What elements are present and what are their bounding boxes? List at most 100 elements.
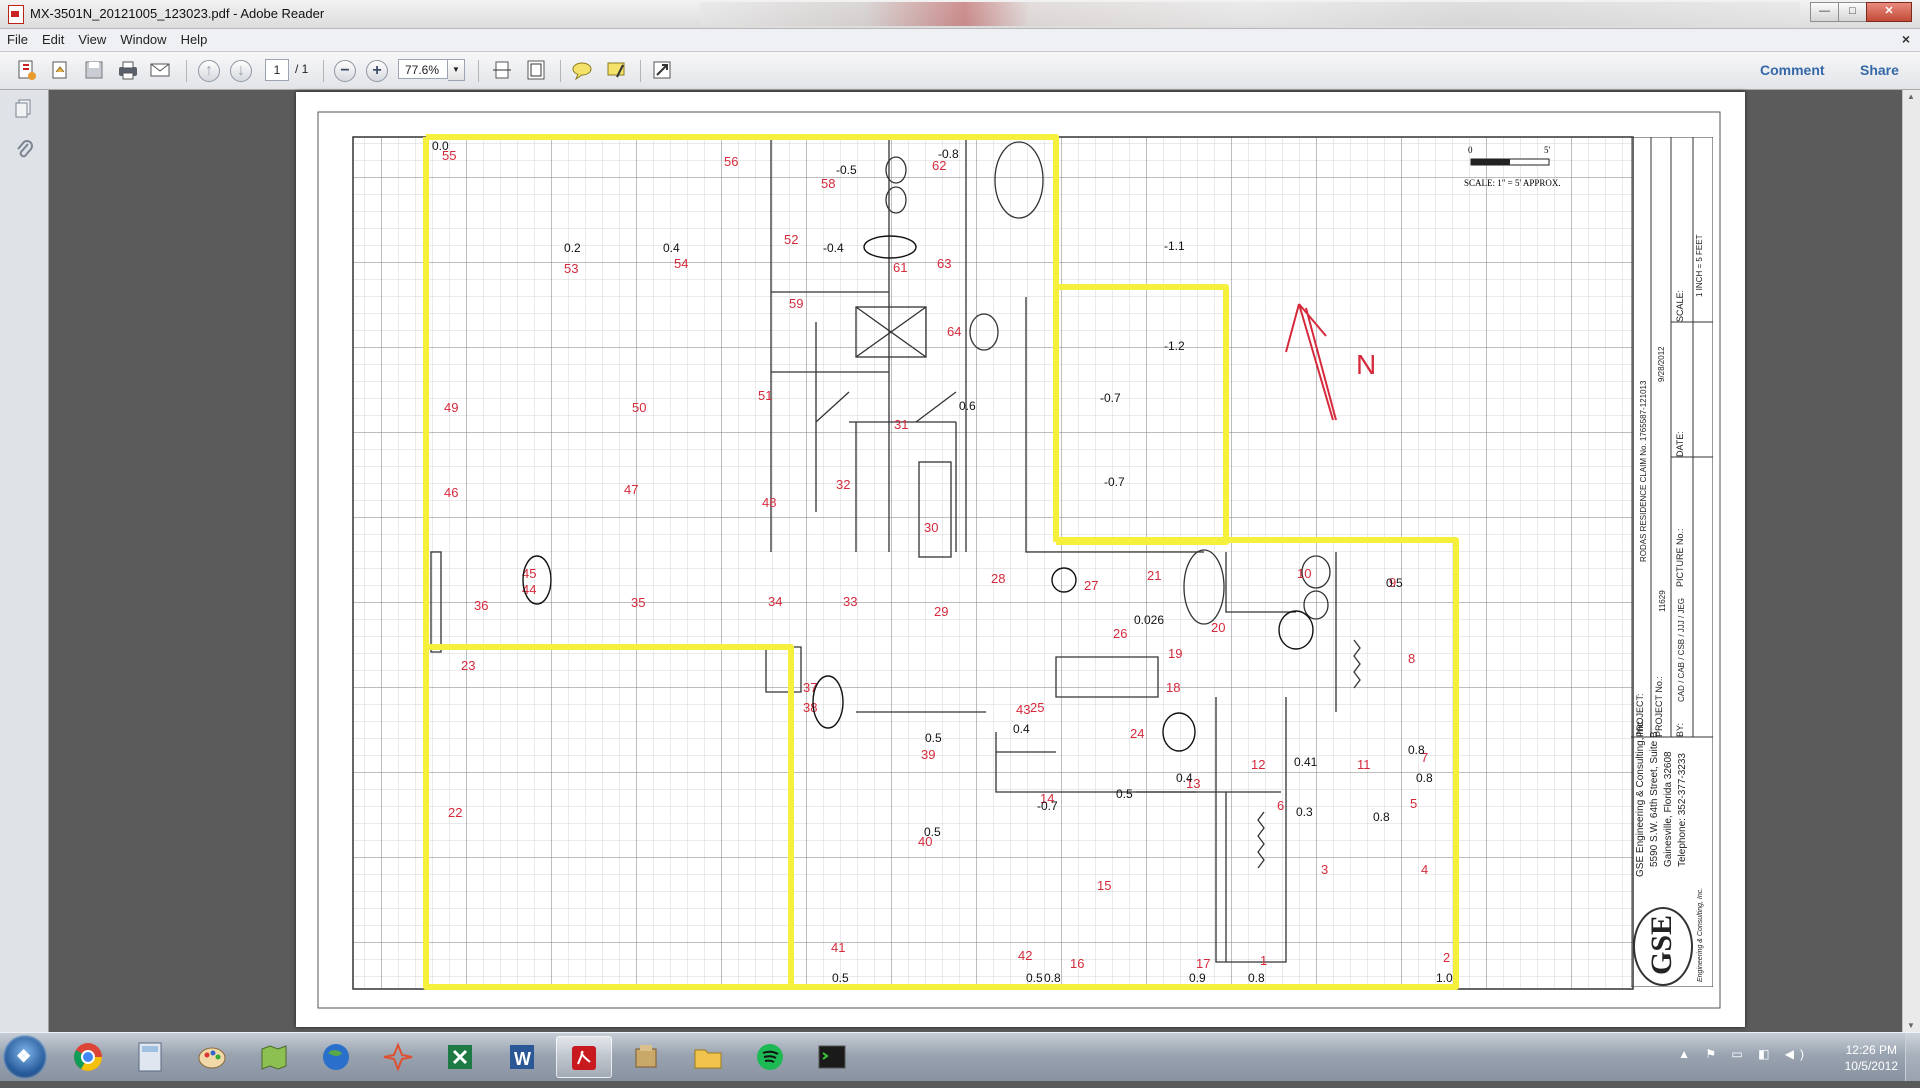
svg-text:13: 13 (1186, 776, 1200, 791)
save-icon[interactable] (82, 59, 106, 81)
menu-edit[interactable]: Edit (41, 32, 65, 47)
svg-text:53: 53 (564, 261, 578, 276)
chrome-icon[interactable] (60, 1036, 116, 1078)
svg-text:40: 40 (918, 834, 932, 849)
adobe-reader-taskbar-icon[interactable] (556, 1036, 612, 1078)
highlight-icon[interactable] (604, 59, 628, 81)
svg-text:5: 5 (1410, 796, 1417, 811)
print-icon[interactable] (116, 59, 140, 81)
svg-text:32: 32 (836, 477, 850, 492)
terminal-icon[interactable] (804, 1036, 860, 1078)
fit-width-icon[interactable] (490, 59, 514, 81)
svg-text:16: 16 (1070, 956, 1084, 971)
share-pane-button[interactable]: Share (1860, 62, 1899, 78)
svg-text:39: 39 (921, 747, 935, 762)
svg-text:0.5: 0.5 (1386, 576, 1403, 590)
show-desktop-button[interactable] (1905, 1033, 1920, 1081)
svg-text:25: 25 (1030, 700, 1044, 715)
close-button[interactable]: ✕ (1866, 2, 1912, 22)
menu-help[interactable]: Help (180, 32, 208, 47)
svg-text:58: 58 (821, 176, 835, 191)
svg-text:0.8: 0.8 (1044, 971, 1061, 985)
svg-text:-0.7: -0.7 (1100, 391, 1121, 405)
paint-icon[interactable] (184, 1036, 240, 1078)
full-screen-icon[interactable] (650, 59, 674, 81)
comment-pane-button[interactable]: Comment (1760, 62, 1825, 78)
app-icon[interactable] (618, 1036, 674, 1078)
svg-text:36: 36 (474, 598, 488, 613)
svg-text:35: 35 (631, 595, 645, 610)
svg-text:30: 30 (924, 520, 938, 535)
gse-logo: GSE (1633, 907, 1693, 986)
svg-text:1.0: 1.0 (1436, 971, 1453, 985)
svg-text:18: 18 (1166, 680, 1180, 695)
spotify-icon[interactable] (742, 1036, 798, 1078)
red-readings: 55 56 62 58 53 54 52 61 63 59 64 49 50 5… (442, 148, 1450, 971)
clock-date: 10/5/2012 (1844, 1059, 1898, 1073)
excel-icon[interactable] (432, 1036, 488, 1078)
document-area: 0 5' SCALE: 1" = 5' APPROX. N 55 56 62 5… (49, 90, 1920, 1032)
black-readings: 0.0 -0.5 -0.8 0.2 0.4 -0.4 -1.1 -1.2 -0.… (432, 139, 1453, 985)
svg-text:10: 10 (1297, 566, 1311, 581)
svg-text:61: 61 (893, 260, 907, 275)
close-document-button[interactable]: × (1901, 31, 1910, 47)
svg-text:-0.7: -0.7 (1037, 799, 1058, 813)
svg-text:38: 38 (803, 700, 817, 715)
taskbar: ❖ W ▲ ⚑ ▭ ◧ ◀) 12:26 PM 10/5/2012 (0, 1032, 1920, 1081)
explorer-icon[interactable] (680, 1036, 736, 1078)
page-number-input[interactable]: 1 (265, 59, 289, 81)
zoom-dropdown-icon[interactable]: ▼ (448, 59, 465, 81)
maps-icon[interactable] (246, 1036, 302, 1078)
clock[interactable]: 12:26 PM 10/5/2012 (1845, 1042, 1898, 1074)
date-label: DATE: (1675, 431, 1685, 457)
sticky-note-icon[interactable] (570, 59, 594, 81)
svg-text:64: 64 (947, 324, 961, 339)
menu-window[interactable]: Window (120, 32, 167, 47)
menu-file[interactable]: File (7, 32, 28, 47)
previous-page-icon[interactable]: ↑ (198, 60, 220, 82)
calculator-icon[interactable] (122, 1036, 178, 1078)
attachments-icon[interactable] (14, 138, 34, 160)
app-icon[interactable] (370, 1036, 426, 1078)
north-arrow: N (1285, 303, 1376, 421)
svg-text:48: 48 (762, 495, 776, 510)
floor-plan-drawing: 0 5' SCALE: 1" = 5' APPROX. N 55 56 62 5… (317, 111, 1721, 1009)
circled-readings (522, 235, 1314, 752)
word-icon[interactable]: W (494, 1036, 550, 1078)
start-button[interactable]: ❖ (3, 1035, 47, 1079)
open-icon[interactable] (48, 59, 72, 81)
svg-text:0.2: 0.2 (564, 241, 581, 255)
svg-text:-0.7: -0.7 (1104, 475, 1125, 489)
minimize-button[interactable]: — (1810, 2, 1839, 22)
maximize-button[interactable]: □ (1838, 2, 1867, 22)
date-value: 9/28/2012 (1657, 346, 1666, 382)
clock-time: 12:26 PM (1845, 1043, 1897, 1057)
menu-view[interactable]: View (78, 32, 107, 47)
title-bar-background-blur (700, 2, 1800, 26)
svg-text:31: 31 (894, 417, 908, 432)
zoom-input[interactable]: 77.6% (398, 59, 448, 79)
zoom-out-icon[interactable]: − (334, 60, 356, 82)
page-thumbnails-icon[interactable] (14, 98, 34, 120)
svg-text:-1.2: -1.2 (1164, 339, 1185, 353)
toolbar-divider (186, 60, 187, 82)
svg-text:46: 46 (444, 485, 458, 500)
next-page-icon[interactable]: ↓ (230, 60, 252, 82)
email-icon[interactable] (148, 59, 172, 81)
svg-text:0.8: 0.8 (1408, 743, 1425, 757)
vertical-scrollbar[interactable] (1902, 90, 1920, 1032)
navigation-pane (0, 90, 49, 1032)
google-earth-icon[interactable] (308, 1036, 364, 1078)
svg-text:11: 11 (1357, 757, 1371, 772)
svg-text:9: 9 (1389, 575, 1396, 590)
svg-text:0.3: 0.3 (1296, 805, 1313, 819)
system-tray-icons[interactable]: ▲ ⚑ ▭ ◧ ◀) (1678, 1047, 1810, 1061)
fit-page-icon[interactable] (524, 59, 548, 81)
svg-text:0.5: 0.5 (1116, 787, 1133, 801)
create-pdf-icon[interactable] (14, 59, 38, 81)
by-label: BY: (1675, 722, 1685, 737)
scale-label-block: SCALE: (1675, 289, 1685, 322)
yellow-perimeter-outline (423, 134, 1459, 990)
svg-text:20: 20 (1211, 620, 1225, 635)
zoom-in-icon[interactable]: + (366, 60, 388, 82)
